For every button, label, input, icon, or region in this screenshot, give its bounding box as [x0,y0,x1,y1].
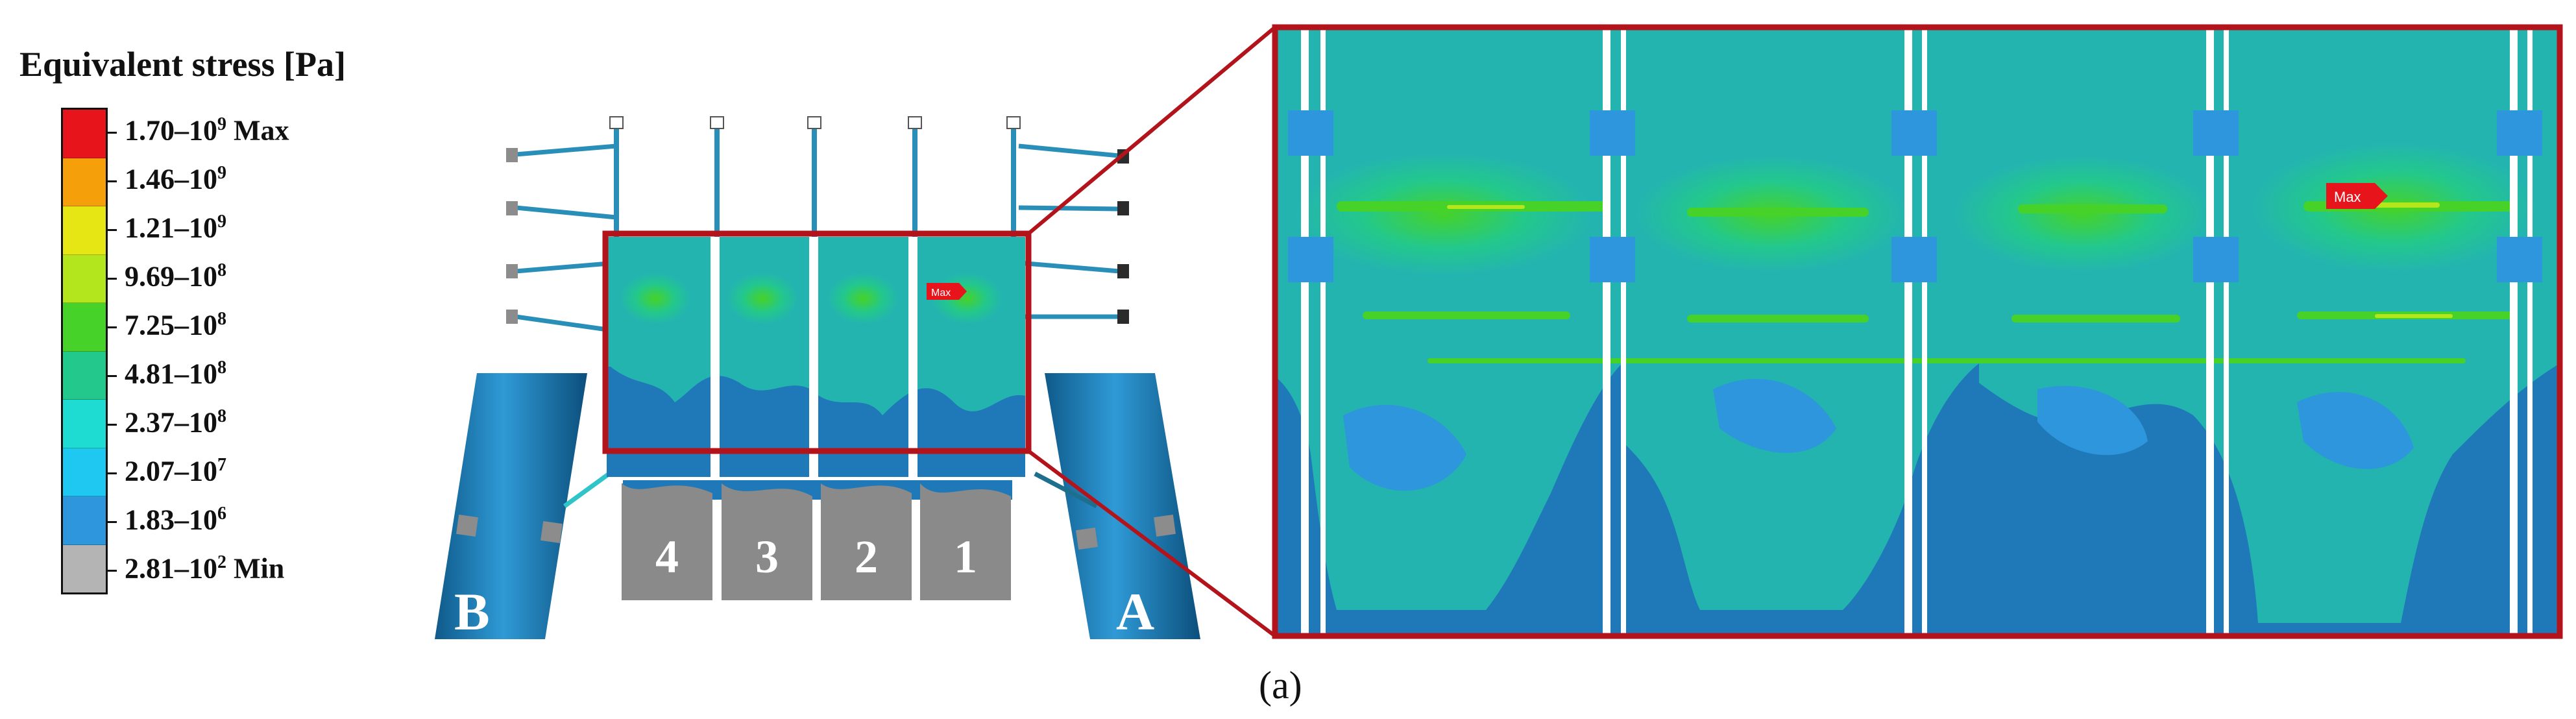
legend-value-exponent: 9 [217,114,226,134]
support-b: B [435,373,587,641]
legend-value-label: 4.81–108 [125,357,226,390]
legend-value-exponent: 8 [217,308,226,329]
legend-value-label: 9.69–108 [125,260,226,293]
legend-value-exponent: 2 [217,552,226,572]
zoom-rods [1301,27,2533,636]
legend-value-label: 2.81–102 Min [125,552,285,585]
legend-tick [108,326,117,328]
legend-value-base: 9.69–10 [125,260,217,293]
legend-tick [108,423,117,426]
support-a-label: A [1116,582,1154,641]
anchor-blocks [506,148,1129,324]
legend-value-base: 1.46–10 [125,163,217,195]
legend-swatch [63,158,106,206]
legend-value-base: 2.81–10 [125,552,217,585]
legend-tick [108,472,117,474]
legend-value-label: 1.46–109 [125,164,226,194]
max-marker-small: Max [927,283,967,300]
zoom-connector-bottom [1027,449,1276,638]
legend-value-suffix: Min [226,552,285,585]
legend-tick [108,131,117,134]
legend-value-exponent: 6 [217,503,226,524]
legend-value-base: 2.37–10 [125,406,217,439]
support-a: A [1045,373,1200,641]
max-marker: Max [2326,183,2388,209]
legend-value-label: 1.21–109 [125,211,226,244]
legend-value-label: 1.83–106 [125,503,226,536]
legend-value-exponent: 8 [217,357,226,378]
support-b-label: B [454,582,490,641]
legend-value-base: 7.25–10 [125,309,217,341]
legend-value-exponent: 9 [217,162,226,183]
legend-swatch [63,351,106,400]
legend-swatch [63,303,106,352]
legend-value-label: 7.25–108 [125,310,226,340]
block-label-3: 3 [755,531,779,583]
legend-swatch [63,448,106,496]
legend-value-base: 1.70–10 [125,114,217,147]
legend-title: Equivalent stress [Pa] [19,45,346,84]
legend-value-label: 2.07–107 [125,456,226,486]
cables [515,143,1120,509]
block-label-2: 2 [855,531,878,583]
zoom-highlight-box [602,230,1032,454]
legend-value-label: 2.37–108 [125,406,226,439]
block-label-4: 4 [655,531,679,583]
max-tag: Max [2334,189,2361,205]
legend-value-exponent: 9 [217,211,226,232]
legend-tick [108,180,117,182]
legend-value-exponent: 8 [217,406,226,426]
legend-tick [108,569,117,572]
legend-tick [108,277,117,280]
legend-value-suffix: Max [226,114,289,147]
legend-tick [108,520,117,523]
legend-swatch [63,544,106,592]
block-label-1: 1 [954,531,977,583]
zoom-clamps [1288,110,2542,282]
model-view: B A [435,25,1276,641]
numbered-blocks: 4 3 2 1 [622,483,1011,600]
max-tag-small: Max [931,287,951,299]
legend-tick [108,228,117,231]
legend-swatch [63,496,106,545]
legend-value-base: 1.83–10 [125,504,217,536]
legend-swatch [63,400,106,448]
legend-value-label: 1.70–109 Max [125,114,289,147]
figure-caption: (a) [1259,664,1302,707]
zoom-view: Max [1272,24,2563,639]
color-scale-bar [61,108,108,594]
legend-swatch [63,254,106,303]
legend-swatch [63,206,106,255]
legend-value-exponent: 8 [217,260,226,280]
zoom-frame [1272,24,2563,639]
panel-array: Max [607,237,1025,500]
legend-swatch [63,110,106,158]
legend-tick [108,374,117,377]
legend-value-exponent: 7 [217,454,226,475]
legend-value-base: 2.07–10 [125,455,217,487]
zoom-connector-top [1027,25,1276,236]
legend-value-base: 4.81–10 [125,358,217,390]
legend-value-base: 1.21–10 [125,212,217,244]
